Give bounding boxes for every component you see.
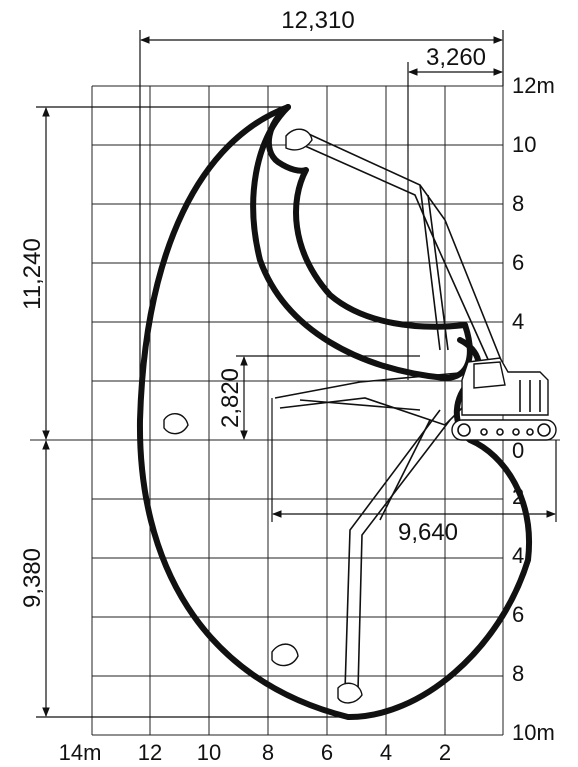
x-tick-12: 12 <box>138 740 162 765</box>
dim-dump-height: 2,820 <box>217 355 420 440</box>
y-tick-6: 6 <box>512 250 524 275</box>
y-tick-0: 0 <box>512 438 524 463</box>
x-tick-6: 6 <box>321 740 333 765</box>
y-tick-minus-8: 8 <box>512 661 524 686</box>
dim-min-swing-radius: 3,260 <box>407 44 503 380</box>
innermost-envelope <box>266 104 468 330</box>
dim-reach-at-ground: 9,640 <box>271 398 557 546</box>
y-tick-minus-4: 4 <box>512 543 524 568</box>
x-tick-2: 2 <box>439 740 451 765</box>
excavator-body <box>461 357 549 416</box>
y-tick-8: 8 <box>512 191 524 216</box>
y-tick-10: 10 <box>512 132 536 157</box>
x-tick-10: 10 <box>197 740 221 765</box>
dim-max-depth-label: 9,380 <box>19 548 46 608</box>
y-axis-lower-labels: 0 2 4 6 8 10m <box>512 438 555 745</box>
dim-dump-height-label: 2,820 <box>217 368 244 428</box>
outer-working-envelope <box>136 104 532 721</box>
dim-max-reach: 12,310 <box>139 7 504 440</box>
x-tick-4: 4 <box>380 740 392 765</box>
crawler-tracks <box>451 419 557 441</box>
dim-max-height: 11,240 <box>19 106 290 440</box>
boom-lower-position <box>337 409 451 704</box>
bucket-icon <box>271 643 299 667</box>
dim-reach-at-ground-label: 9,640 <box>398 519 458 546</box>
x-axis-labels: 14m 12 10 8 6 4 2 <box>59 740 452 765</box>
y-tick-12: 12m <box>512 73 555 98</box>
dim-max-reach-label: 12,310 <box>281 7 354 34</box>
dim-min-swing-radius-label: 3,260 <box>426 44 486 71</box>
dim-max-depth: 9,380 <box>19 440 350 718</box>
y-tick-minus-10: 10m <box>512 720 555 745</box>
x-tick-14: 14m <box>59 740 102 765</box>
bucket-icon <box>163 413 189 435</box>
y-tick-minus-6: 6 <box>512 602 524 627</box>
boom-horizontal-position <box>274 371 471 426</box>
boom-upper-position <box>285 128 506 376</box>
x-tick-8: 8 <box>262 740 274 765</box>
y-axis-upper-labels: 12m 10 8 6 4 2 <box>512 73 555 393</box>
y-tick-4: 4 <box>512 309 524 334</box>
dim-max-height-label: 11,240 <box>19 238 46 310</box>
